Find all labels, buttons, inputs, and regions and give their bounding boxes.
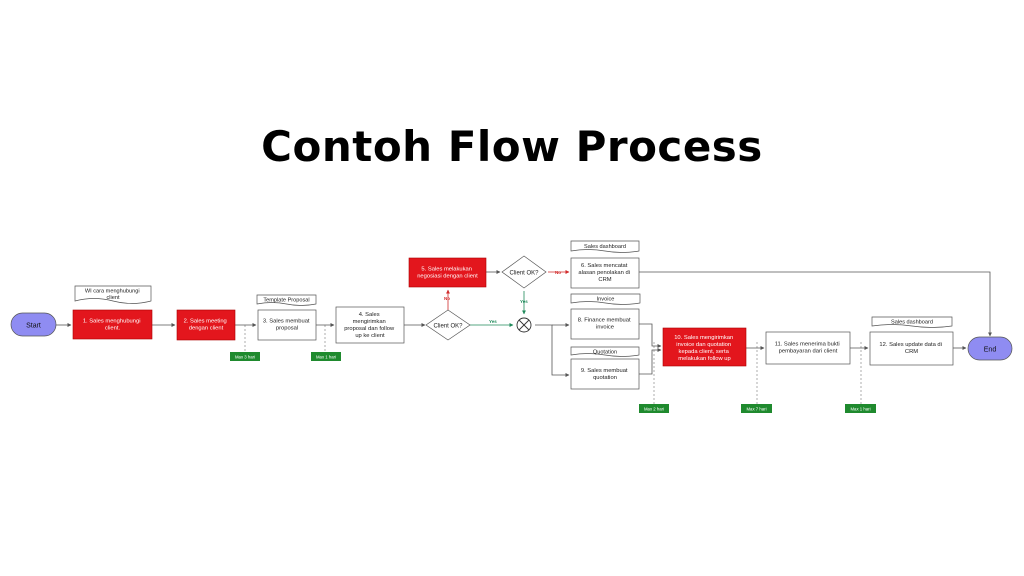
step-10-line-3: kepada client, serta bbox=[679, 349, 730, 355]
step-6-line-1: 6. Sales mencatat bbox=[581, 263, 628, 269]
step-9-line-1: 9. Sales membuat bbox=[581, 368, 628, 374]
step-9-line-2: quotation bbox=[593, 375, 617, 381]
svg-text:5. Sales melakukan negos: 5. Sales melakukan negosiasi dengan clie… bbox=[417, 267, 478, 280]
svg-text:11. Sales menerima bukti: 11. Sales menerima bukti pembayaran dari… bbox=[775, 342, 842, 355]
edge-s9-s10 bbox=[639, 348, 662, 375]
step-4-line-4: up ke client bbox=[355, 333, 385, 339]
step-12-line-2: CRM bbox=[905, 349, 918, 355]
svg-text:8. Finance membuat invoi: 8. Finance membuat invoice bbox=[578, 318, 632, 331]
start-terminal: Start bbox=[10, 312, 57, 337]
sla-badge-5: Max 1 hari bbox=[845, 404, 876, 413]
sla-badge-3-label: Max 2 hari bbox=[644, 407, 664, 412]
sla-badge-1: Max 3 hari bbox=[230, 352, 260, 361]
document-dashboard-2-label: Sales dashboard bbox=[891, 320, 933, 326]
edge-label-d1-yes: Yes bbox=[489, 319, 497, 324]
document-wi-line-1: WI cara menghubungi bbox=[85, 289, 140, 295]
step-10-line-1: 10. Sales mengirimkan bbox=[674, 335, 733, 341]
svg-text:3. Sales membuat proposa: 3. Sales membuat proposal bbox=[263, 319, 311, 332]
step-4-line-3: proposal dan follow bbox=[344, 326, 395, 332]
step-8: 8. Finance membuat invoice bbox=[570, 308, 640, 340]
step-8-line-2: invoice bbox=[596, 325, 614, 331]
document-sales-dashboard-2: Sales dashboard bbox=[871, 316, 953, 328]
svg-text:6. Sales mencatat alasan: 6. Sales mencatat alasan penolakan di CR… bbox=[578, 263, 631, 283]
step-5-line-2: negosiasi dengan client bbox=[417, 274, 478, 280]
step-6-line-3: CRM bbox=[598, 277, 611, 283]
step-5: 5. Sales melakukan negosiasi dengan clie… bbox=[408, 257, 487, 288]
step-11-line-1: 11. Sales menerima bukti bbox=[775, 342, 840, 348]
connectors bbox=[56, 270, 992, 377]
svg-text:4. Sales mengirimkan: 4. Sales mengirimkan proposal dan follow… bbox=[344, 312, 396, 339]
svg-text:2. Sales meeting dengan: 2. Sales meeting dengan client bbox=[184, 319, 229, 332]
edge-merge-s9 bbox=[535, 324, 570, 377]
sla-badge-5-label: Max 1 hari bbox=[850, 407, 870, 412]
document-quotation: Quotation bbox=[570, 346, 640, 357]
sla-badge-1-label: Max 3 hari bbox=[235, 355, 255, 360]
step-1-line-2: client. bbox=[105, 326, 121, 332]
step-3: 3. Sales membuat proposal bbox=[257, 309, 317, 341]
merge-junction bbox=[516, 317, 532, 333]
svg-text:12. Sales update data di: 12. Sales update data di CRM bbox=[879, 342, 943, 355]
document-template-proposal: Template Proposal bbox=[256, 294, 317, 306]
step-4: 4. Sales mengirimkan proposal dan follow… bbox=[335, 306, 405, 344]
sla-badge-4: Max 7 hari bbox=[741, 404, 772, 413]
document-invoice: Invoice bbox=[570, 293, 641, 305]
step-11: 11. Sales menerima bukti pembayaran dari… bbox=[765, 331, 851, 365]
sla-badge-3: Max 2 hari bbox=[639, 404, 669, 413]
edge-label-d1-no: No bbox=[444, 296, 450, 301]
step-2-line-1: 2. Sales meeting bbox=[184, 319, 227, 325]
step-2: 2. Sales meeting dengan client bbox=[176, 309, 236, 341]
step-10-line-4: melakukan follow up bbox=[678, 356, 731, 362]
document-invoice-label: Invoice bbox=[597, 297, 615, 303]
document-quotation-label: Quotation bbox=[593, 350, 617, 356]
step-1: 1. Sales menghubungi client. bbox=[72, 309, 153, 340]
svg-text:10. Sales mengirimkan in: 10. Sales mengirimkan invoice dan quotat… bbox=[674, 335, 735, 362]
decision-2: Client OK? bbox=[501, 255, 547, 289]
step-10-line-2: invoice dan quotation bbox=[676, 342, 731, 348]
step-4-line-2: mengirimkan bbox=[353, 319, 386, 325]
edge-s6-end bbox=[639, 271, 992, 337]
svg-text:WI cara menghubungi clie: WI cara menghubungi client bbox=[85, 289, 141, 302]
end-label: End bbox=[984, 347, 997, 354]
edge-label-d2-yes: Yes bbox=[520, 299, 528, 304]
svg-text:9. Sales membuat quotati: 9. Sales membuat quotation bbox=[581, 368, 629, 381]
step-6-line-2: alasan penolakan di bbox=[578, 270, 630, 276]
decision-1: Client OK? bbox=[425, 309, 471, 341]
document-wi: WI cara menghubungi client bbox=[74, 285, 152, 304]
step-11-line-2: pembayaran dari client bbox=[779, 349, 838, 355]
end-terminal: End bbox=[967, 336, 1013, 361]
step-4-line-1: 4. Sales bbox=[359, 312, 380, 318]
sla-badge-2: Max 1 hari bbox=[311, 352, 341, 361]
step-5-line-1: 5. Sales melakukan bbox=[421, 267, 472, 273]
document-sales-dashboard-1: Sales dashboard bbox=[570, 240, 640, 253]
step-2-line-2: dengan client bbox=[189, 326, 224, 332]
start-label: Start bbox=[26, 323, 41, 330]
edge-label-d2-no: No bbox=[555, 270, 561, 275]
step-8-line-1: 8. Finance membuat bbox=[578, 318, 631, 324]
decision-2-label: Client OK? bbox=[509, 271, 539, 277]
sla-badge-2-label: Max 1 hari bbox=[316, 355, 336, 360]
svg-text:1. Sales menghubungi cli: 1. Sales menghubungi client. bbox=[83, 319, 142, 332]
sla-connectors bbox=[244, 325, 862, 404]
step-12-line-1: 12. Sales update data di bbox=[879, 342, 942, 348]
step-1-line-1: 1. Sales menghubungi bbox=[83, 319, 141, 325]
document-wi-line-2: client bbox=[106, 295, 120, 301]
decision-1-label: Client OK? bbox=[433, 324, 463, 330]
step-12: 12. Sales update data di CRM bbox=[869, 331, 954, 366]
step-10: 10. Sales mengirimkan invoice dan quotat… bbox=[662, 327, 747, 367]
step-3-line-2: proposal bbox=[276, 326, 298, 332]
document-template-label: Template Proposal bbox=[263, 298, 309, 304]
sla-badge-4-label: Max 7 hari bbox=[746, 407, 766, 412]
step-6: 6. Sales mencatat alasan penolakan di CR… bbox=[570, 257, 640, 289]
step-9: 9. Sales membuat quotation bbox=[570, 358, 640, 390]
page-title: Contoh Flow Process bbox=[261, 122, 763, 171]
document-dashboard-1-label: Sales dashboard bbox=[584, 244, 626, 250]
edge-s8-s10 bbox=[639, 323, 662, 348]
step-3-line-1: 3. Sales membuat bbox=[263, 319, 310, 325]
